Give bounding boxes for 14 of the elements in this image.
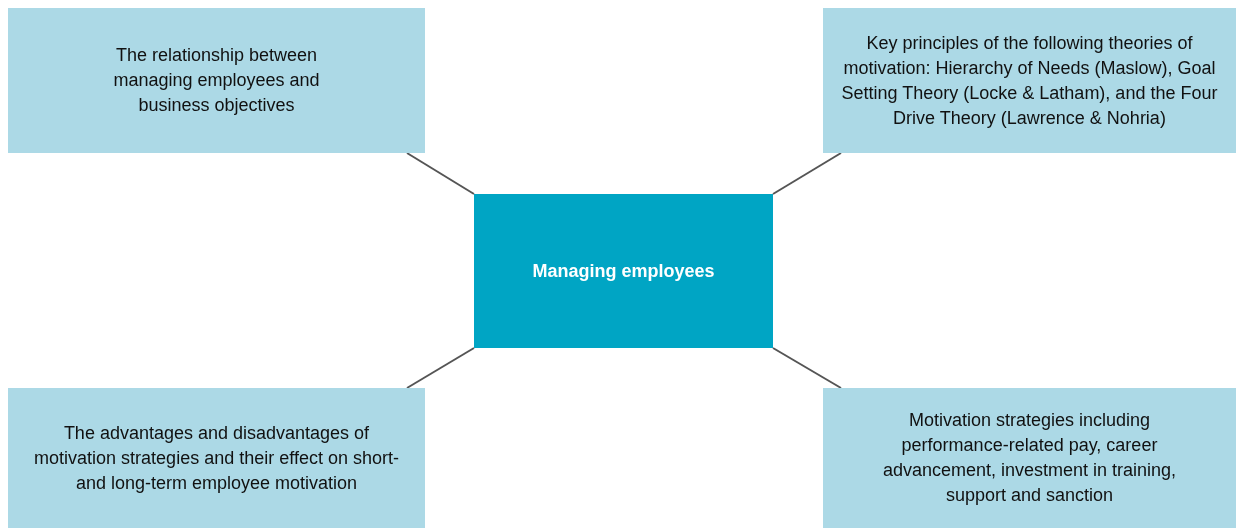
topic-text: The relationship between managing employees and business objectives <box>112 44 321 117</box>
topic-box <box>8 8 425 153</box>
topic-text: Motivation strategies including performance-related pay, career advancement, investment in training, support and sanction <box>881 409 1178 507</box>
connector-line <box>406 152 475 195</box>
topic-box <box>823 388 1236 528</box>
topic-box <box>823 8 1236 153</box>
topic-text: Managing employees <box>532 259 715 283</box>
topic-text: The advantages and disadvantages of motivation strategies and their effect on short- and long-term employee motivation <box>33 421 400 495</box>
connector-line <box>406 347 475 389</box>
central-topic-box <box>474 194 773 348</box>
connector-line <box>772 152 842 195</box>
topic-text: Key principles of the following theories of motivation: Hierarchy of Needs (Maslow), Goal Setting Theory (Locke & Latham), and the Four Drive Theory (Lawrence & Nohria) <box>840 31 1219 130</box>
topic-box <box>8 388 425 528</box>
connector-line <box>772 347 842 389</box>
